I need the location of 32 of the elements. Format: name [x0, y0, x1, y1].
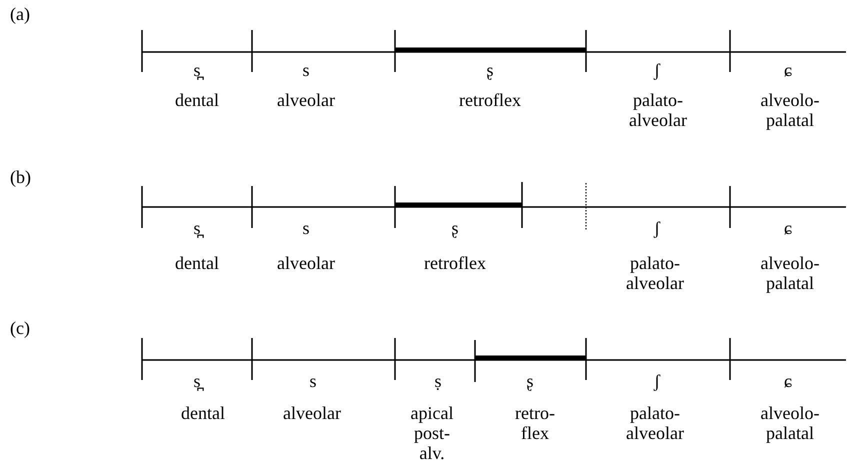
phonetic-symbol: ʂ [486, 60, 494, 80]
phonetic-symbol: ɕ [784, 218, 792, 238]
place-label: retro- flex [514, 403, 556, 443]
place-label: palato- alveolar [625, 403, 685, 443]
place-label: alveolo- palatal [760, 253, 820, 293]
place-label: apical post-alv. [410, 403, 454, 463]
phonetic-symbol: ʃ [654, 371, 660, 391]
place-label: alveolo- palatal [760, 90, 820, 130]
panel-label: (b) [10, 167, 31, 187]
phonetic-symbol: ʂ [526, 371, 534, 391]
place-label: retroflex [459, 90, 521, 110]
place-label: palato- alveolar [625, 253, 685, 293]
panel-label: (c) [10, 318, 30, 338]
phonetic-symbol: ʃ [654, 60, 660, 80]
panel-label: (a) [10, 4, 30, 24]
place-label: alveolar [283, 403, 341, 423]
phonetic-symbol: ʃ [654, 218, 660, 238]
phonetic-symbol: s [302, 60, 310, 80]
place-label: palato- alveolar [628, 90, 688, 130]
phonetic-symbol: s [310, 371, 316, 391]
place-label: alveolo- palatal [760, 403, 820, 443]
phonetic-symbol: ɕ [784, 60, 792, 80]
place-label: alveolar [277, 90, 335, 110]
phonetic-symbol: s [302, 218, 310, 238]
place-label: alveolar [277, 253, 335, 273]
phonetic-symbol: ṣ [434, 371, 442, 391]
phonetic-symbol: ʂ [452, 218, 458, 238]
place-label: dental [175, 253, 219, 273]
phonetic-symbol: ɕ [784, 371, 792, 391]
place-label: dental [181, 403, 225, 423]
place-label: dental [175, 90, 219, 110]
place-label: retroflex [424, 253, 486, 273]
